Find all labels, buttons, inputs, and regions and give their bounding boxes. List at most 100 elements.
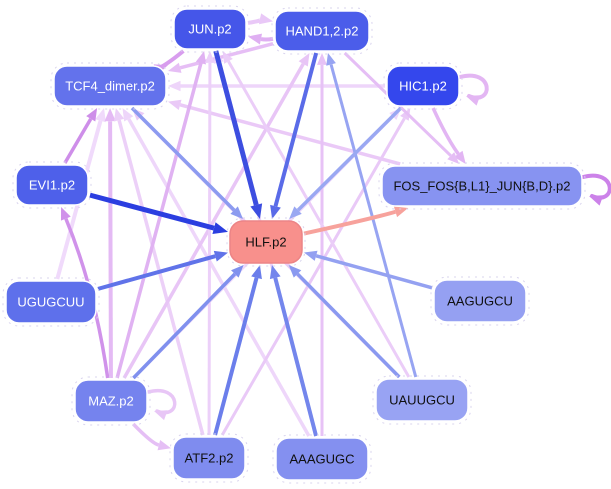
graph-node-aagugcu[interactable]: AAGUGCU xyxy=(430,276,530,326)
graph-edge-atf2-tcf4 xyxy=(113,108,205,436)
graph-edge-fos-fos xyxy=(581,173,611,206)
graph-node-aaagugc[interactable]: AAAGUGC xyxy=(272,434,372,484)
graph-edge-evi1-tcf4 xyxy=(63,108,98,164)
node-label: EVI1.p2 xyxy=(29,178,75,193)
edge-arrowhead xyxy=(251,265,262,280)
edge-line xyxy=(273,52,319,207)
graph-node-fos[interactable]: FOS_FOS{B,L1}_JUN{B,D}.p2 xyxy=(378,162,586,210)
edge-line xyxy=(207,62,212,436)
graph-edge-jun-hlf xyxy=(213,50,263,219)
edge-arrowhead xyxy=(288,265,302,278)
graph-node-evi1[interactable]: EVI1.p2 xyxy=(12,161,92,209)
edge-line xyxy=(63,117,93,164)
graph-edge-atf2-jun xyxy=(204,51,215,436)
edge-arrowhead xyxy=(589,195,604,206)
node-label: UGUGCUU xyxy=(17,295,84,310)
edge-line xyxy=(213,50,259,206)
edge-arrowhead xyxy=(454,150,466,164)
edge-arrowhead xyxy=(231,265,244,278)
edge-arrowhead xyxy=(195,51,207,65)
graph-node-atf2[interactable]: ATF2.p2 xyxy=(169,433,249,483)
node-box xyxy=(381,165,583,207)
graph-node-hand[interactable]: HAND1,2.p2 xyxy=(271,7,373,55)
node-outer-ring xyxy=(271,7,373,55)
edge-arrowhead xyxy=(400,108,411,121)
edge-arrowhead xyxy=(168,80,181,92)
node-outer-ring xyxy=(430,276,530,326)
node-box xyxy=(172,436,246,480)
graph-edge-hic1-hic1 xyxy=(458,73,489,106)
edge-arrowhead xyxy=(258,13,273,25)
node-label: HAND1,2.p2 xyxy=(286,24,359,39)
edge-line xyxy=(89,192,215,231)
edge-line xyxy=(122,63,305,379)
graph-node-jun[interactable]: JUN.p2 xyxy=(170,5,250,53)
edge-line xyxy=(315,254,433,290)
edge-arrowhead xyxy=(289,206,302,219)
graph-edge-atf2-hlf xyxy=(213,265,262,436)
node-label: TCF4_dimer.p2 xyxy=(65,79,155,94)
graph-node-tcf4[interactable]: TCF4_dimer.p2 xyxy=(50,62,170,110)
edge-line xyxy=(227,60,411,378)
node-outer-ring xyxy=(71,376,151,426)
edge-line xyxy=(273,277,319,437)
graph-node-maz[interactable]: MAZ.p2 xyxy=(71,376,151,426)
edge-line xyxy=(132,272,237,380)
edge-line xyxy=(97,254,216,291)
edge-line xyxy=(115,62,203,379)
graph-node-uauugcu[interactable]: UAUUGCU xyxy=(372,375,472,425)
node-box xyxy=(229,220,303,264)
graph-edge-hand-tcf4 xyxy=(168,42,274,73)
edge-arrowhead xyxy=(60,207,71,221)
node-box xyxy=(5,280,97,324)
edge-arrowhead xyxy=(393,206,409,218)
edge-line xyxy=(220,117,406,436)
edge-arrowhead xyxy=(168,99,182,110)
graph-edge-maz-jun xyxy=(115,51,207,379)
node-outer-ring xyxy=(383,62,463,110)
node-box xyxy=(386,65,460,107)
edge-arrowhead xyxy=(317,53,327,65)
node-outer-ring xyxy=(170,5,250,53)
edge-line xyxy=(296,272,401,379)
graph-edge-hic1-hlf xyxy=(289,106,403,219)
graph-edge-ugugcuu-hlf xyxy=(97,250,228,291)
edge-arrowhead xyxy=(154,410,168,421)
graph-edge-aaagugc-tcf4 xyxy=(122,108,311,437)
edge-line xyxy=(108,121,113,379)
graph-node-hlf[interactable]: HLF.p2 xyxy=(226,217,306,267)
node-outer-ring xyxy=(272,434,372,484)
node-outer-ring xyxy=(169,433,249,483)
edge-arrowhead xyxy=(298,53,310,67)
graph-edge-aaagugc-hand xyxy=(317,53,327,436)
graph-edge-hlf-fos xyxy=(303,206,409,236)
graph-node-hic1[interactable]: HIC1.p2 xyxy=(383,62,463,110)
edge-arrowhead xyxy=(270,204,281,219)
edge-arrowhead xyxy=(466,95,481,106)
edge-arrowhead xyxy=(212,222,228,235)
edge-line xyxy=(213,277,259,436)
graph-edge-hand-jun xyxy=(248,33,274,45)
edge-arrowhead xyxy=(204,51,215,63)
node-outer-ring xyxy=(2,277,100,327)
graph-edge-atf2-hic1 xyxy=(220,108,411,436)
edge-arrowhead xyxy=(168,62,182,73)
edge-line xyxy=(127,118,311,437)
edge-arrowhead xyxy=(447,152,460,164)
node-label: JUN.p2 xyxy=(188,22,231,37)
node-label: HIC1.p2 xyxy=(399,79,447,94)
node-label: FOS_FOS{B,L1}_JUN{B,D}.p2 xyxy=(393,179,570,194)
edge-arrowhead xyxy=(269,265,281,280)
graph-node-ugugcuu[interactable]: UGUGCUU xyxy=(2,277,100,327)
graph-edge-tcf4-hlf xyxy=(130,106,243,219)
edge-arrowhead xyxy=(248,33,263,45)
edge-arrowhead xyxy=(213,250,228,262)
edge-arrowhead xyxy=(230,206,243,219)
node-label: HLF.p2 xyxy=(245,235,286,250)
graph-edge-hand-hlf xyxy=(270,52,319,219)
node-label: AAAGUGC xyxy=(289,452,354,467)
edge-arrowhead xyxy=(250,203,263,219)
edge-line xyxy=(431,107,460,155)
node-outer-ring xyxy=(50,62,170,110)
